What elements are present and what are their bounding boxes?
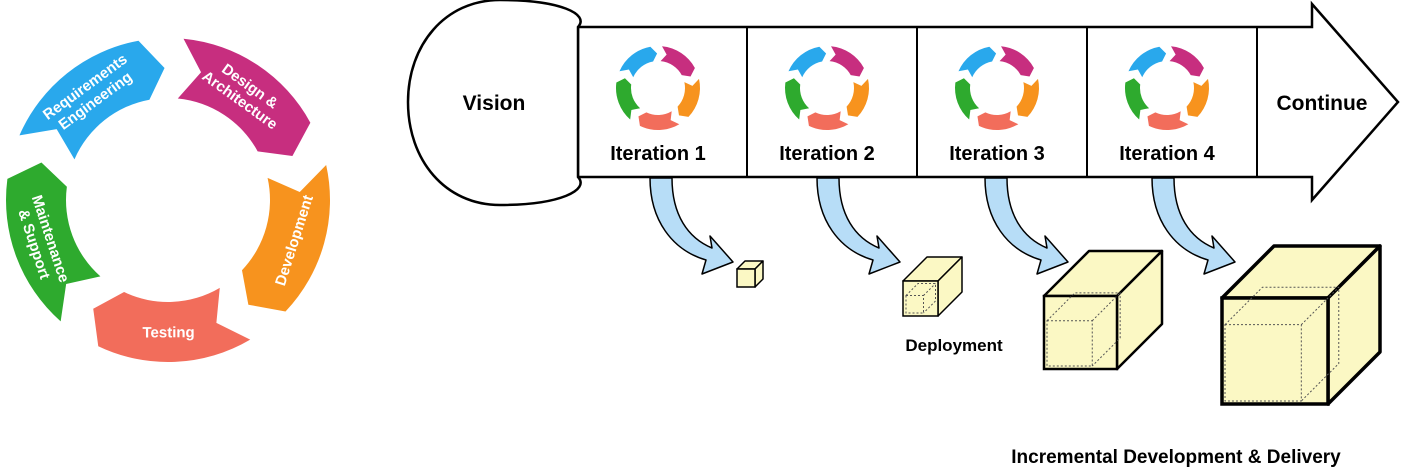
- wheel-segment-design: [177, 38, 311, 156]
- caption: Incremental Development & Delivery: [1011, 447, 1341, 468]
- wheel-segment-design: [1169, 46, 1204, 77]
- iteration-label-2: Iteration 2: [779, 143, 875, 165]
- iteration-label-1: Iteration 1: [610, 143, 706, 165]
- wheel-segment-development: [1016, 78, 1039, 117]
- wheel-segment-design: [999, 46, 1034, 77]
- deliveries: [649, 177, 1382, 406]
- vision-circle: [406, 0, 582, 207]
- iteration-label-4: Iteration 4: [1119, 143, 1215, 165]
- continue-label: Continue: [1277, 92, 1368, 115]
- iteration-label-3: Iteration 3: [949, 143, 1045, 165]
- wheel-segment-testing: [93, 287, 251, 362]
- wheel-segment-maintenance: [6, 162, 101, 322]
- wheel-segment-requirements: [788, 46, 827, 78]
- roadmap-arrow: [576, 0, 1400, 204]
- wheel-segment-development: [1186, 78, 1209, 117]
- mini-lifecycle-wheel: [616, 46, 700, 131]
- deployment-label: Deployment: [905, 336, 1003, 355]
- delivery-box-1: [736, 260, 764, 288]
- wheel-segment-development: [677, 78, 700, 117]
- wheel-segment-maintenance: [616, 78, 641, 120]
- wheel-segment-requirements: [958, 46, 997, 78]
- wheel-segment-testing: [977, 111, 1019, 131]
- wheel-segment-testing: [638, 111, 680, 131]
- vision-label: Vision: [463, 92, 526, 115]
- wheel-segment-maintenance: [785, 78, 810, 120]
- wheel-segment-testing: [1147, 111, 1189, 131]
- wheel-label-testing: Testing: [142, 324, 194, 341]
- iterations: Iteration 1 Iteration 2 Iteration 3 Iterati…: [610, 46, 1216, 165]
- wheel-segment-requirements: [1128, 46, 1167, 78]
- wheel-segment-testing: [807, 111, 849, 131]
- mini-lifecycle-wheel: [785, 46, 869, 131]
- wheel-segment-maintenance: [1125, 78, 1150, 120]
- wheel-segment-requirements: [619, 46, 658, 78]
- delivery-arrow-1: [649, 177, 734, 275]
- wheel-segment-development: [241, 164, 330, 312]
- wheel-segment-design: [660, 46, 695, 77]
- mini-lifecycle-wheel: [1125, 46, 1209, 131]
- wheel-segment-maintenance: [955, 78, 980, 120]
- wheel-segment-design: [829, 46, 864, 77]
- wheel-segment-requirements: [19, 40, 165, 160]
- delivery-arrow-3: [984, 177, 1069, 275]
- delivery-arrow-2: [816, 177, 901, 275]
- delivery-arrow-4: [1151, 177, 1236, 275]
- mini-lifecycle-wheel: [955, 46, 1039, 131]
- delivery-box-3: [1042, 249, 1164, 371]
- delivery-box-2: [902, 256, 963, 317]
- wheel-segment-development: [846, 78, 869, 117]
- delivery-box-4: [1220, 244, 1382, 406]
